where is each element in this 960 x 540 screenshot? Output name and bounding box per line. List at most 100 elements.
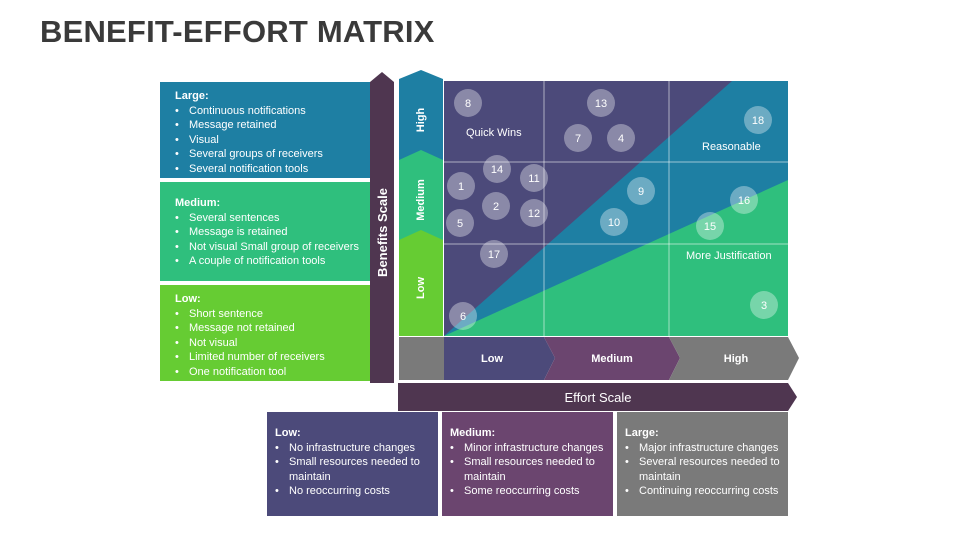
item-bubble-circle: [454, 89, 482, 117]
list-item: Visual: [175, 133, 360, 148]
benefit-level-medium-wrap: Medium: [399, 160, 443, 240]
list-item: A couple of notification tools: [175, 254, 360, 269]
item-bubble: 18: [744, 106, 772, 134]
benefit-level-high-label: High: [414, 107, 427, 133]
quadrant-label-quick-wins: Quick Wins: [466, 127, 522, 139]
region-quick-wins: [444, 81, 732, 336]
item-bubble: 4: [607, 124, 635, 152]
list-item: Several sentences: [175, 211, 360, 226]
list-item: Small resources needed to maintain: [275, 455, 430, 484]
benefits-scale-label-wrap: Benefits Scale: [370, 82, 394, 383]
item-bubble: 6: [449, 302, 477, 330]
item-bubble-label: 16: [738, 195, 750, 207]
item-bubble: 7: [564, 124, 592, 152]
benefit-level-high: [399, 70, 443, 160]
effort-level-high-label: High: [723, 352, 749, 365]
list-item: Message not retained: [175, 321, 360, 336]
benefit-level-low-label: Low: [415, 277, 427, 299]
item-bubble-circle: [750, 291, 778, 319]
effort-scale-bar: [398, 383, 797, 411]
item-bubble-circle: [730, 186, 758, 214]
list-item: No infrastructure changes: [275, 441, 430, 456]
item-bubble: 3: [750, 291, 778, 319]
item-bubble-label: 9: [638, 186, 644, 198]
item-bubble-label: 1: [458, 181, 464, 193]
item-bubble-label: 11: [528, 173, 539, 185]
item-bubble: 12: [520, 199, 548, 227]
list-item: No reoccurring costs: [275, 484, 430, 499]
item-bubble: 8: [454, 89, 482, 117]
list-item: Short sentence: [175, 307, 360, 322]
benefit-box-large: Large: Continuous notifications Message …: [160, 82, 370, 178]
item-bubble-circle: [480, 240, 508, 268]
item-bubble: 10: [600, 208, 628, 236]
effort-level-medium-label: Medium: [591, 352, 633, 365]
list-item: Major infrastructure changes: [625, 441, 780, 456]
item-bubble-label: 7: [575, 133, 581, 145]
benefit-level-low-wrap: Low: [399, 240, 443, 336]
item-bubble-circle: [446, 209, 474, 237]
effort-level-low-label: Low: [481, 352, 503, 365]
benefit-box-heading: Low:: [175, 293, 201, 305]
list-item: Several resources needed to maintain: [625, 455, 780, 484]
item-bubble: 11: [520, 164, 548, 192]
item-bubble: 2: [482, 192, 510, 220]
benefit-level-low: [399, 230, 443, 336]
list-item: One notification tool: [175, 365, 360, 380]
benefit-level-high-wrap: High: [399, 80, 443, 160]
item-bubble-circle: [564, 124, 592, 152]
item-bubble: 13: [587, 89, 615, 117]
benefit-level-medium: [399, 150, 443, 240]
effort-scale-label: Effort Scale: [564, 389, 632, 405]
list-item: Several groups of receivers: [175, 147, 360, 162]
item-bubble-circle: [587, 89, 615, 117]
item-bubble-label: 12: [528, 208, 540, 220]
list-item: Limited number of receivers: [175, 350, 360, 365]
list-item: Small resources needed to maintain: [450, 455, 605, 484]
item-bubble-circle: [482, 192, 510, 220]
quadrant-label-reasonable: Reasonable: [702, 141, 761, 153]
item-bubble-label: 5: [457, 218, 463, 230]
item-bubble-circle: [447, 172, 475, 200]
quadrant-label-more-justification: More Justification: [686, 250, 772, 262]
item-bubble-label: 3: [761, 300, 767, 312]
item-bubble-circle: [520, 199, 548, 227]
item-bubble-circle: [627, 177, 655, 205]
item-bubble-label: 14: [491, 164, 503, 176]
item-bubble-label: 4: [618, 133, 624, 145]
list-item: Continuing reoccurring costs: [625, 484, 780, 499]
benefits-scale-label: Benefits Scale: [374, 188, 390, 277]
item-bubble: 17: [480, 240, 508, 268]
item-bubble: 1: [447, 172, 475, 200]
item-bubble-circle: [483, 155, 511, 183]
effort-box-low: Low: No infrastructure changes Small res…: [267, 412, 438, 516]
matrix-grid: [444, 81, 788, 336]
list-item: Not visual: [175, 336, 360, 351]
effort-level-low: [444, 337, 555, 380]
item-bubble: 5: [446, 209, 474, 237]
item-bubble-circle: [449, 302, 477, 330]
benefit-level-medium-label: Medium: [415, 179, 427, 221]
item-bubble-circle: [600, 208, 628, 236]
item-bubble-label: 13: [595, 98, 607, 110]
item-bubble-label: 18: [752, 115, 764, 127]
item-bubble-circle: [607, 124, 635, 152]
page-title: BENEFIT-EFFORT MATRIX: [40, 14, 435, 49]
matrix-corner: [399, 337, 444, 380]
benefits-scale-bar: [370, 72, 394, 383]
effort-box-medium: Medium: Minor infrastructure changes Sma…: [442, 412, 613, 516]
effort-level-high: [669, 337, 799, 380]
item-bubble-label: 15: [704, 221, 716, 233]
benefit-box-low: Low: Short sentence Message not retained…: [160, 285, 370, 381]
list-item: Minor infrastructure changes: [450, 441, 605, 456]
item-bubble: 15: [696, 212, 724, 240]
item-bubble-label: 10: [608, 217, 620, 229]
effort-box-heading: Medium:: [450, 427, 496, 439]
benefit-box-heading: Large:: [175, 90, 209, 102]
list-item: Message is retained: [175, 225, 360, 240]
list-item: Several notification tools: [175, 162, 360, 177]
effort-box-heading: Low:: [275, 427, 301, 439]
list-item: Message retained: [175, 118, 360, 133]
